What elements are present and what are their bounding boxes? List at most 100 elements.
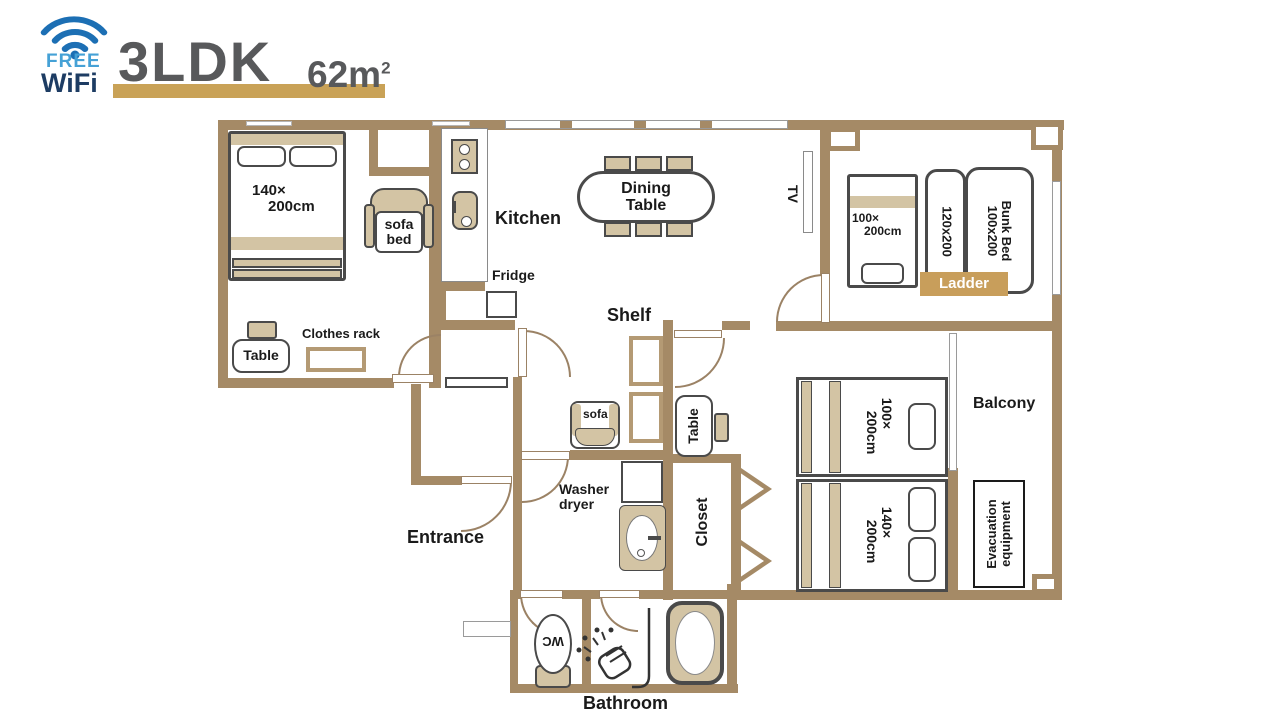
sink-drain [461, 216, 472, 227]
stove [451, 139, 478, 174]
bedroom2-door-leaf [821, 273, 830, 323]
bedroom3-door-leaf [674, 330, 722, 338]
dining-chair-bottom-1 [604, 222, 631, 237]
dining-table-label-2: Table [625, 197, 667, 214]
bedroom1-table-label: Table [243, 347, 279, 364]
entrance-door-leaf [461, 476, 512, 484]
area-value: 62m [307, 54, 382, 95]
wall-entrance-bottom [411, 476, 462, 485]
kitchen-label: Kitchen [495, 208, 562, 228]
hall-sofa-arm-left [572, 404, 581, 436]
wall-bedroom1-niche-h [369, 167, 437, 176]
wall-washer-top [570, 450, 665, 460]
bedroom1-bed-size-2: 200cm [268, 198, 315, 216]
dining-chair-bottom-3 [666, 222, 693, 237]
bedroom2-bed-size-2: 200cm [864, 223, 902, 238]
sofa-bed-arm-right [423, 204, 434, 248]
bedroom1-bed-fold-1 [232, 258, 342, 268]
window-top-tick-1 [560, 121, 572, 128]
vanity-faucet [648, 536, 661, 540]
bedroom1-stool [247, 321, 277, 339]
window-top [505, 120, 788, 129]
bedroom1-bed-fold-2 [232, 269, 342, 279]
sofa-bed-label-2: bed [386, 231, 412, 247]
tv [803, 151, 813, 233]
dining-chair-top-3 [666, 156, 693, 171]
wall-bottom-right [730, 590, 1062, 600]
bedroom1-pillow-right [289, 146, 337, 167]
washer-room-door-leaf [521, 451, 570, 460]
bedroom1-bed-size-1: 140× [252, 182, 286, 199]
sofa-bed-label-1: sofa [384, 215, 414, 232]
wall-bedroom1-niche-v [369, 124, 378, 172]
bunk-ladder-label: Ladder [938, 274, 989, 292]
dining-table-label-1: Dining [621, 179, 671, 197]
bedroom1-bed-band [231, 237, 343, 250]
sink-faucet [452, 201, 456, 213]
bedroom1-door-leaf [392, 374, 434, 383]
wall-hall-washer [513, 377, 522, 598]
wall-bath-left [510, 590, 518, 690]
bedroom3-bed-b-pillow-1 [908, 487, 936, 532]
clothes-rack-label: Clothes rack [302, 326, 381, 341]
wall-bedroom2-left [820, 120, 830, 275]
closet-folding-door-1 [735, 466, 773, 512]
wall-ldk-bedroom3-b [776, 321, 1062, 331]
bedroom3-bed-a-band-1 [801, 381, 812, 473]
washer-dryer-label: Washer dryer [559, 481, 610, 513]
wall-fridge-left [437, 281, 446, 327]
window-bedroom1-dash [246, 121, 292, 126]
window-bedroom2-right [1052, 181, 1061, 295]
evacuation-equipment-box [973, 480, 1025, 588]
bedroom2-bed-foot [861, 263, 904, 284]
plan-title: 3LDK [118, 30, 273, 93]
wall-right [1052, 120, 1062, 600]
hall-threshold-step [445, 377, 508, 388]
dining-table: Dining Table [577, 171, 715, 223]
kitchen-sink [452, 191, 478, 230]
washer-dryer-label-1: Washer [559, 481, 610, 497]
hall-table [675, 395, 713, 457]
bedroom3-bed-b-band-1 [801, 483, 812, 588]
dining-chair-top-1 [604, 156, 631, 171]
wall-kitchen-stub [441, 281, 485, 291]
area-sup: 2 [381, 58, 391, 78]
stove-burner-2 [459, 159, 470, 170]
window-kitchen-dash [432, 121, 470, 126]
wall-hall-kitchen [437, 320, 515, 330]
shelf-unit-2 [629, 392, 663, 443]
wall-bedroom1-bottom [218, 378, 394, 388]
washer-dryer-label-2: dryer [559, 496, 595, 513]
wall-wc-divider [582, 598, 591, 690]
plan-area: 62m2 [307, 55, 391, 95]
bedroom1-bed-size: 140× 200cm [252, 182, 315, 216]
wall-bath-bottom [510, 684, 738, 693]
wc-door-leaf [520, 590, 563, 598]
entrance-label: Entrance [407, 527, 485, 547]
hall-sofa-label: sofa [583, 407, 608, 421]
bathtub-basin [675, 611, 715, 675]
stove-burner-1 [459, 144, 470, 155]
hall-table-chair [714, 413, 729, 442]
wall-closet-right [731, 454, 741, 600]
free-label: FREE [46, 51, 101, 72]
bedroom3-bed-b-band-2 [829, 483, 841, 588]
closet-folding-door-2 [735, 538, 773, 584]
fridge-label: Fridge [492, 267, 535, 283]
wall-balcony-divider [948, 468, 958, 594]
wall-bath-top-2 [562, 590, 600, 599]
window-top-tick-3 [700, 121, 712, 128]
bedroom2-bed-size-1: 100× [852, 211, 880, 225]
wall-bath-top-3 [639, 590, 665, 599]
ldk-door-leaf [518, 328, 527, 377]
wifi-label: WiFi [41, 68, 98, 98]
sofa-bed-seat: sofa bed [375, 211, 423, 253]
shelf-label: Shelf [607, 305, 652, 325]
bathroom-label: Bathroom [583, 693, 668, 713]
bedroom3-bed-a-band-2 [829, 381, 841, 473]
entrance-outside-step [463, 621, 511, 637]
window-bedroom3-balcony [949, 333, 957, 471]
pillar-bedroom2-left [826, 127, 860, 151]
